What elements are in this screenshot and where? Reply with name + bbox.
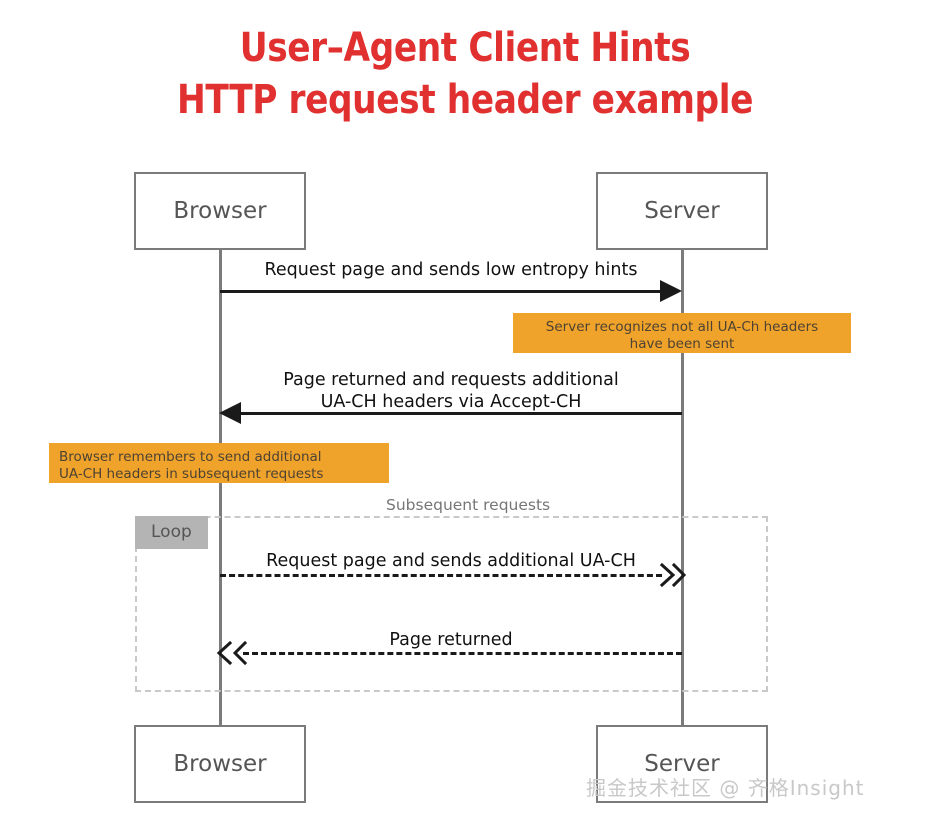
message-4-arrowhead-icon <box>216 640 248 666</box>
lifeline-server <box>681 250 684 725</box>
lifeline-browser <box>219 250 222 725</box>
participant-server-bottom-label: Server <box>644 751 720 777</box>
loop-fragment-frame <box>135 516 768 692</box>
participant-server-bottom[interactable]: Server <box>596 725 768 803</box>
message-2-arrowhead-icon <box>219 402 241 424</box>
title-line-2: HTTP request header example <box>177 77 753 123</box>
participant-server-top-label: Server <box>644 198 720 224</box>
note-browser-remembers: Browser remembers to send additional UA-… <box>49 443 389 483</box>
message-2-line <box>238 412 682 415</box>
message-2-label: Page returned and requests additional UA… <box>283 370 619 412</box>
participant-server-top[interactable]: Server <box>596 172 768 250</box>
message-3-line <box>220 574 662 577</box>
title-line-1: User–Agent Client Hints <box>239 25 691 71</box>
message-1-label: Request page and sends low entropy hints <box>264 260 638 280</box>
participant-browser-bottom[interactable]: Browser <box>134 725 306 803</box>
participant-browser-top-label: Browser <box>173 198 267 224</box>
note-server-recognizes: Server recognizes not all UA-Ch headers … <box>513 313 851 353</box>
participant-browser-bottom-label: Browser <box>173 751 267 777</box>
message-4-line <box>243 652 682 655</box>
page-title: User–Agent Client Hints HTTP request hea… <box>0 22 930 126</box>
participant-browser-top[interactable]: Browser <box>134 172 306 250</box>
message-1-line <box>220 290 664 293</box>
loop-fragment-tag: Loop <box>135 516 208 549</box>
message-3-arrowhead-icon <box>659 562 687 588</box>
loop-fragment-caption: Subsequent requests <box>380 496 557 514</box>
message-1-arrowhead-icon <box>660 280 682 302</box>
